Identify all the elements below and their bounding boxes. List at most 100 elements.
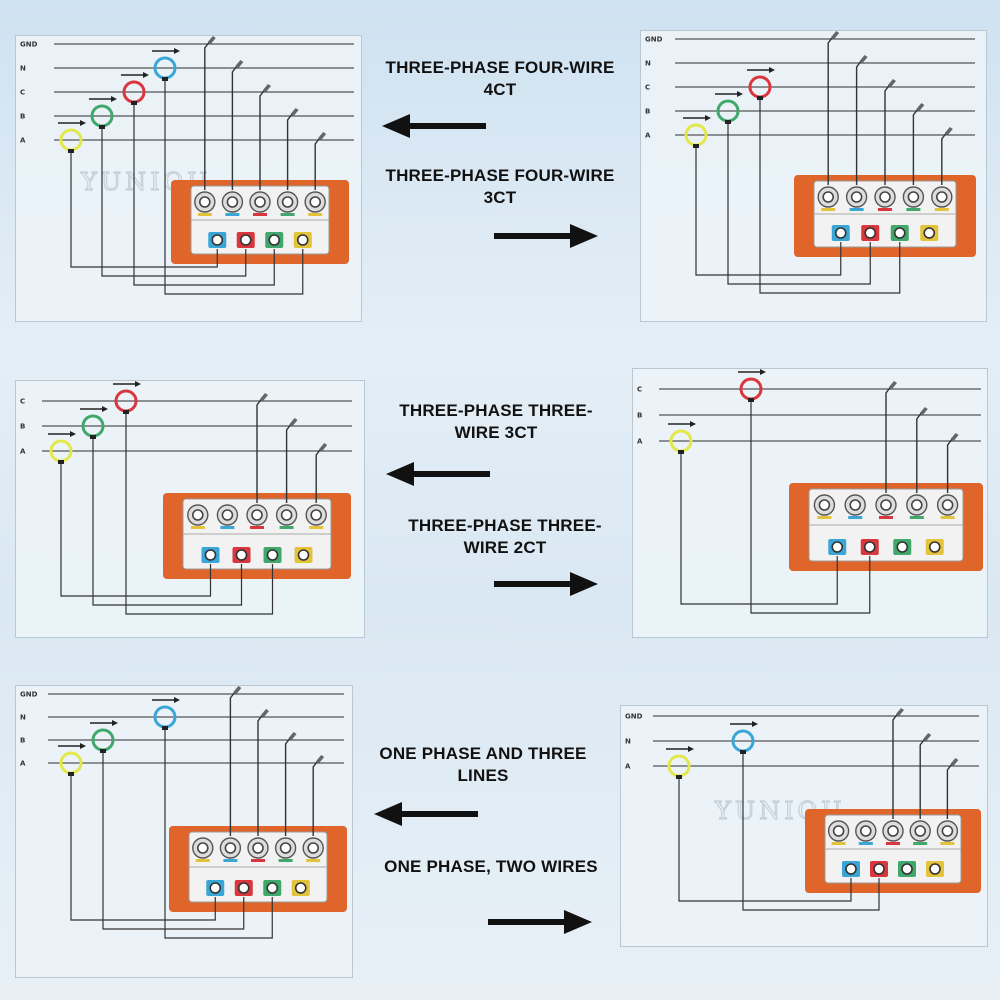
voltage-terminal-screw (280, 509, 293, 521)
current-terminal-jack (211, 234, 224, 246)
clamp-jaw (725, 120, 731, 124)
current-terminal-jack (297, 549, 310, 561)
line-label-gnd: GND (20, 41, 38, 49)
voltage-terminal-color (940, 842, 955, 845)
alligator-clip-icon (896, 708, 904, 716)
current-direction-arrow-head (690, 421, 696, 427)
current-direction-arrow-head (688, 746, 694, 752)
alligator-clip-icon (916, 103, 925, 111)
voltage-terminal-screw (887, 825, 899, 837)
current-direction-arrow-head (174, 48, 180, 54)
current-terminal-jack (834, 227, 847, 239)
alligator-clip-icon (260, 393, 268, 401)
voltage-clip-lead (204, 39, 212, 190)
line-label-a: A (20, 760, 26, 768)
arrow-left-icon (382, 114, 486, 138)
alligator-clip-icon (950, 433, 959, 441)
voltage-terminal-screw (251, 509, 263, 521)
voltage-terminal-color (906, 208, 921, 211)
voltage-terminal-screw (279, 842, 292, 854)
current-clamp-lead (695, 148, 842, 276)
voltage-terminal-color (309, 526, 324, 529)
voltage-terminal-screw (941, 499, 954, 511)
arrow-right-icon (494, 572, 598, 596)
alligator-clip-icon (263, 84, 271, 92)
clamp-jaw (162, 77, 168, 81)
voltage-terminal-screw (192, 509, 204, 521)
voltage-clip-lead (919, 736, 927, 819)
caption-one-phase-two-wires: ONE PHASE, TWO WIRES (384, 857, 598, 876)
voltage-clip-lead (257, 712, 265, 836)
line-label-gnd: GND (625, 713, 643, 721)
voltage-clip-lead (885, 384, 893, 493)
voltage-clip-lead (855, 58, 864, 185)
voltage-terminal-screw (197, 842, 209, 854)
voltage-terminal-screw (307, 842, 320, 854)
line-label-a: A (637, 438, 643, 446)
current-terminal-jack (864, 227, 877, 239)
diagram-three-phase-three-wire-2ct: C B A (632, 368, 988, 638)
current-clamp-lead (750, 402, 871, 614)
clamp-jaw (131, 101, 137, 105)
line-label-n: N (20, 65, 26, 73)
current-terminal-jack (873, 863, 885, 875)
current-clamp-lead (742, 754, 880, 911)
clamp-jaw (68, 149, 74, 153)
current-terminal-jack (896, 541, 909, 553)
current-clamp-lead (102, 753, 245, 930)
arrow-right-icon (494, 224, 598, 248)
line-label-c: C (637, 386, 642, 394)
current-clamp-lead (680, 454, 838, 605)
voltage-terminal-color (278, 859, 293, 862)
arrow-left-icon (374, 802, 478, 826)
clamp-jaw (693, 144, 699, 148)
voltage-terminal-color (225, 213, 240, 216)
current-direction-arrow-head (80, 743, 86, 749)
current-terminal-jack (831, 541, 844, 553)
alligator-clip-icon (318, 132, 327, 140)
voltage-terminal-color (279, 526, 294, 529)
voltage-clip-lead (941, 130, 949, 185)
line-label-b: B (20, 113, 25, 121)
voltage-clip-lead (284, 735, 293, 836)
current-clamp-lead (759, 100, 901, 294)
voltage-terminal-color (858, 842, 873, 845)
caption-three-phase-three-wire-3ct: THREE-PHASE THREE-WIRE 3CT (399, 401, 593, 442)
voltage-terminal-screw (224, 842, 237, 854)
alligator-clip-icon (889, 381, 897, 389)
current-terminal-jack (928, 541, 941, 553)
voltage-clip-lead (827, 34, 835, 185)
current-clamp-lead (164, 81, 304, 295)
voltage-clip-lead (259, 87, 267, 190)
voltage-terminal-screw (226, 196, 239, 208)
alligator-clip-icon (944, 127, 953, 135)
clamp-jaw (123, 410, 129, 414)
voltage-clip-lead (912, 106, 920, 185)
current-direction-arrow-head (737, 91, 743, 97)
line-label-n: N (20, 714, 26, 722)
clamp-jaw (68, 772, 74, 776)
current-terminal-jack (266, 549, 279, 561)
voltage-terminal-screw (935, 191, 948, 203)
current-terminal-jack (923, 227, 936, 239)
voltage-clip-lead (231, 63, 239, 190)
voltage-terminal-screw (850, 191, 863, 203)
voltage-terminal-color (253, 213, 267, 216)
line-label-c: C (645, 84, 650, 92)
current-terminal-jack (266, 882, 279, 894)
alligator-clip-icon (859, 55, 868, 63)
voltage-terminal-color (878, 208, 892, 211)
current-direction-arrow-head (174, 697, 180, 703)
voltage-terminal-color (190, 526, 205, 529)
current-clamp-lead (164, 730, 273, 939)
line-label-b: B (637, 412, 642, 420)
clamp-jaw (678, 450, 684, 454)
voltage-terminal-color (223, 859, 238, 862)
line-label-b: B (20, 737, 25, 745)
voltage-terminal-screw (221, 509, 234, 521)
voltage-clip-lead (916, 410, 924, 493)
